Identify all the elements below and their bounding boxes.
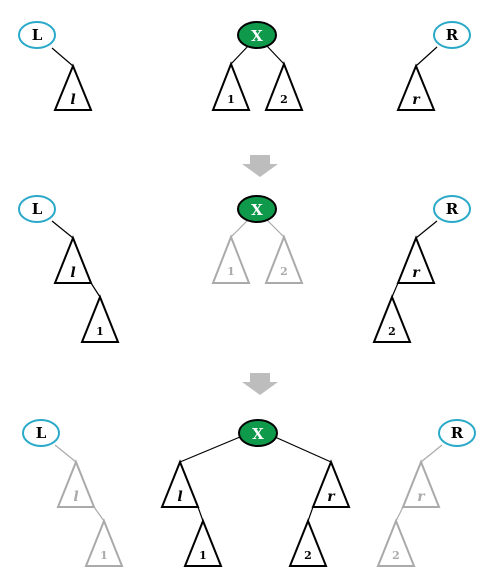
stage1-left-tree: L l: [18, 21, 93, 111]
stage2-left-subtree-label: l: [70, 265, 75, 281]
stage2-right-attached-label: 2: [388, 325, 396, 338]
stage1-left-root-node: [18, 21, 56, 49]
stage1-left-root-label: L: [32, 26, 43, 44]
stage1-center-root-node: [237, 21, 277, 49]
stage3-ghost-left-child: [84, 518, 124, 567]
stage1-center-right-subtree: [264, 61, 304, 111]
stage2-left-attached-subtree: [80, 294, 120, 343]
stage1-center-left-subtree-label: 1: [227, 93, 235, 106]
stage3-ghost-right-child: [376, 518, 416, 567]
stage1-right-subtree: [396, 63, 436, 111]
stage2-right-attached-subtree: [372, 294, 412, 343]
stage2-ghost-right-label: 2: [280, 265, 288, 278]
stage2-center-root-node: [237, 195, 277, 223]
stage2-right-subtree-label: r: [412, 265, 421, 281]
stage1-left-subtree: [53, 63, 93, 111]
stage3-center-root-label: X: [252, 425, 264, 443]
stage3-left-root-node: [22, 419, 60, 447]
stage-1: L l X 1 2 R r: [18, 21, 471, 111]
stage3-center-right-subtree-label: r: [327, 489, 336, 505]
stage3-center-tree: X l 1 r 2: [160, 419, 351, 567]
down-arrow-1: [242, 155, 278, 177]
stage2-left-root-node: [18, 195, 56, 223]
stage2-center-root-label: X: [251, 201, 263, 219]
stage1-center-right-subtree-label: 2: [280, 93, 288, 106]
stage2-left-subtree: [53, 235, 93, 284]
stage2-ghost-right-subtree: [264, 234, 304, 284]
stage1-center-left-subtree: [211, 61, 251, 111]
stage3-center-right-child-label: 2: [304, 549, 312, 562]
stage-2: L l 1 X 1 2 R r 2: [18, 195, 471, 343]
stage3-right-root-node: [438, 419, 476, 447]
stage1-center-tree: X 1 2: [211, 21, 304, 111]
stage3-ghost-left-subtree-label: l: [73, 489, 78, 505]
stage2-left-root-label: L: [32, 200, 43, 218]
stage1-right-subtree-label: r: [412, 92, 421, 108]
stage3-ghost-left-subtree: [56, 459, 96, 508]
stage3-center-left-child: [183, 518, 223, 567]
stage3-center-right-child: [288, 518, 328, 567]
stage1-right-root-node: [433, 21, 471, 49]
stage1-right-tree: R r: [396, 21, 471, 111]
stage2-ghost-left-label: 1: [227, 265, 235, 278]
stage1-center-root-label: X: [251, 27, 263, 45]
stage2-right-root-label: R: [446, 200, 459, 218]
stage2-right-root-node: [433, 195, 471, 223]
stage3-center-left-child-label: 1: [199, 549, 207, 562]
stage3-ghost-left-child-label: 1: [100, 549, 108, 562]
stage3-center-root-node: [238, 419, 278, 447]
stage2-ghost-left-subtree: [211, 234, 251, 284]
stage2-right-tree: R r 2: [372, 195, 471, 343]
stage3-ghost-right-subtree-label: r: [417, 489, 426, 505]
stage3-right-ghost-tree: R r 2: [376, 419, 476, 567]
stage3-center-left-subtree: [160, 459, 200, 508]
stage3-ghost-right-subtree: [401, 459, 441, 508]
stage3-center-right-subtree: [311, 459, 351, 508]
stage3-left-root-label: L: [36, 424, 47, 442]
stage3-left-ghost-tree: L l 1: [22, 419, 124, 567]
stage2-right-subtree: [396, 235, 436, 284]
down-arrow-2: [242, 373, 278, 395]
stage2-left-attached-label: 1: [96, 325, 104, 338]
stage2-left-tree: L l 1: [18, 195, 120, 343]
stage-3: L l 1 X l 1 r 2 R: [22, 419, 476, 567]
stage2-center-tree: X 1 2: [211, 195, 304, 284]
stage1-right-root-label: R: [446, 26, 459, 44]
stage3-right-root-label: R: [451, 424, 464, 442]
stage1-left-subtree-label: l: [70, 92, 75, 108]
stage3-center-left-subtree-label: l: [177, 489, 182, 505]
stage3-ghost-right-child-label: 2: [392, 549, 400, 562]
